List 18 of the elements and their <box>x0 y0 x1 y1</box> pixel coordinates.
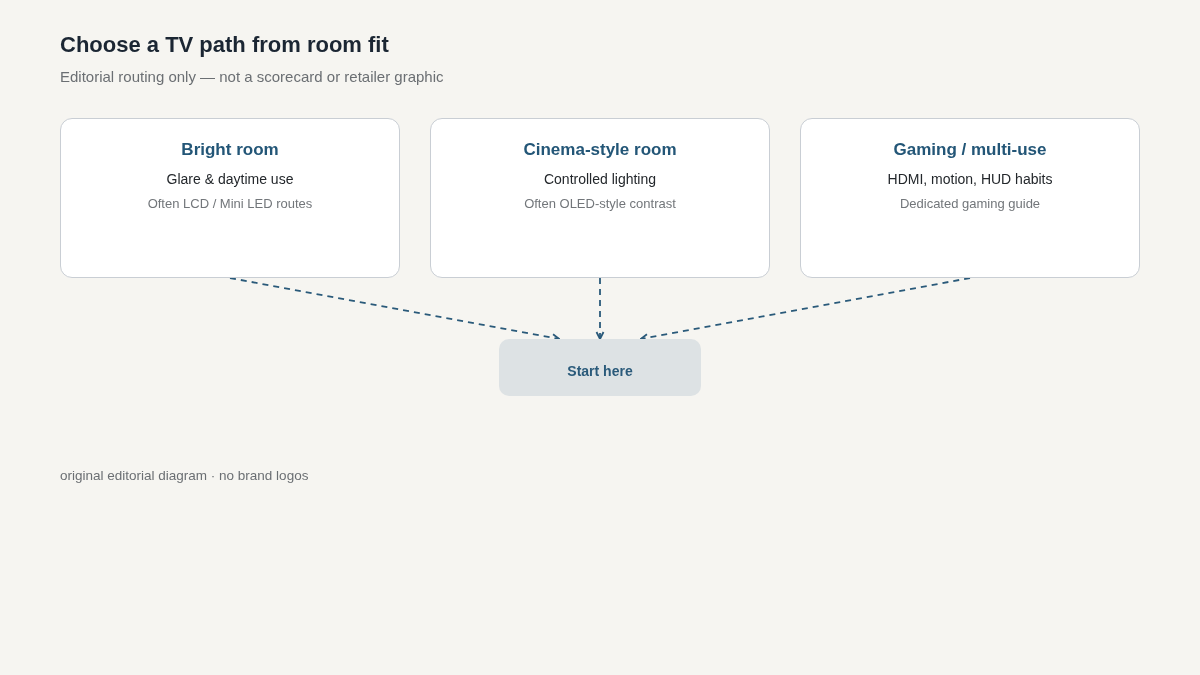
start-box <box>499 339 701 396</box>
dashed-arrow <box>595 277 605 340</box>
start-label: Start here <box>567 361 633 380</box>
footer-note: original editorial diagram · no brand logos <box>60 467 309 484</box>
card-title: Bright room <box>181 139 279 161</box>
card-text: Glare & daytime use <box>166 170 294 188</box>
room-card <box>60 118 400 278</box>
card-note: Often OLED-style contrast <box>524 195 676 212</box>
card-note: Dedicated gaming guide <box>899 195 1041 212</box>
card-title: Cinema-style room <box>523 139 677 161</box>
card-text: HDMI, motion, HUD habits <box>887 170 1053 188</box>
diagram-title: Choose a TV path from room fit <box>60 31 389 59</box>
card-note: Often LCD / Mini LED routes <box>147 195 313 212</box>
room-card <box>430 118 770 278</box>
room-card <box>800 118 1140 278</box>
diagram-subtitle: Editorial routing only — not a scorecard or retailer graphic <box>60 67 444 86</box>
card-text: Controlled lighting <box>543 170 657 188</box>
card-title: Gaming / multi-use <box>893 139 1047 161</box>
